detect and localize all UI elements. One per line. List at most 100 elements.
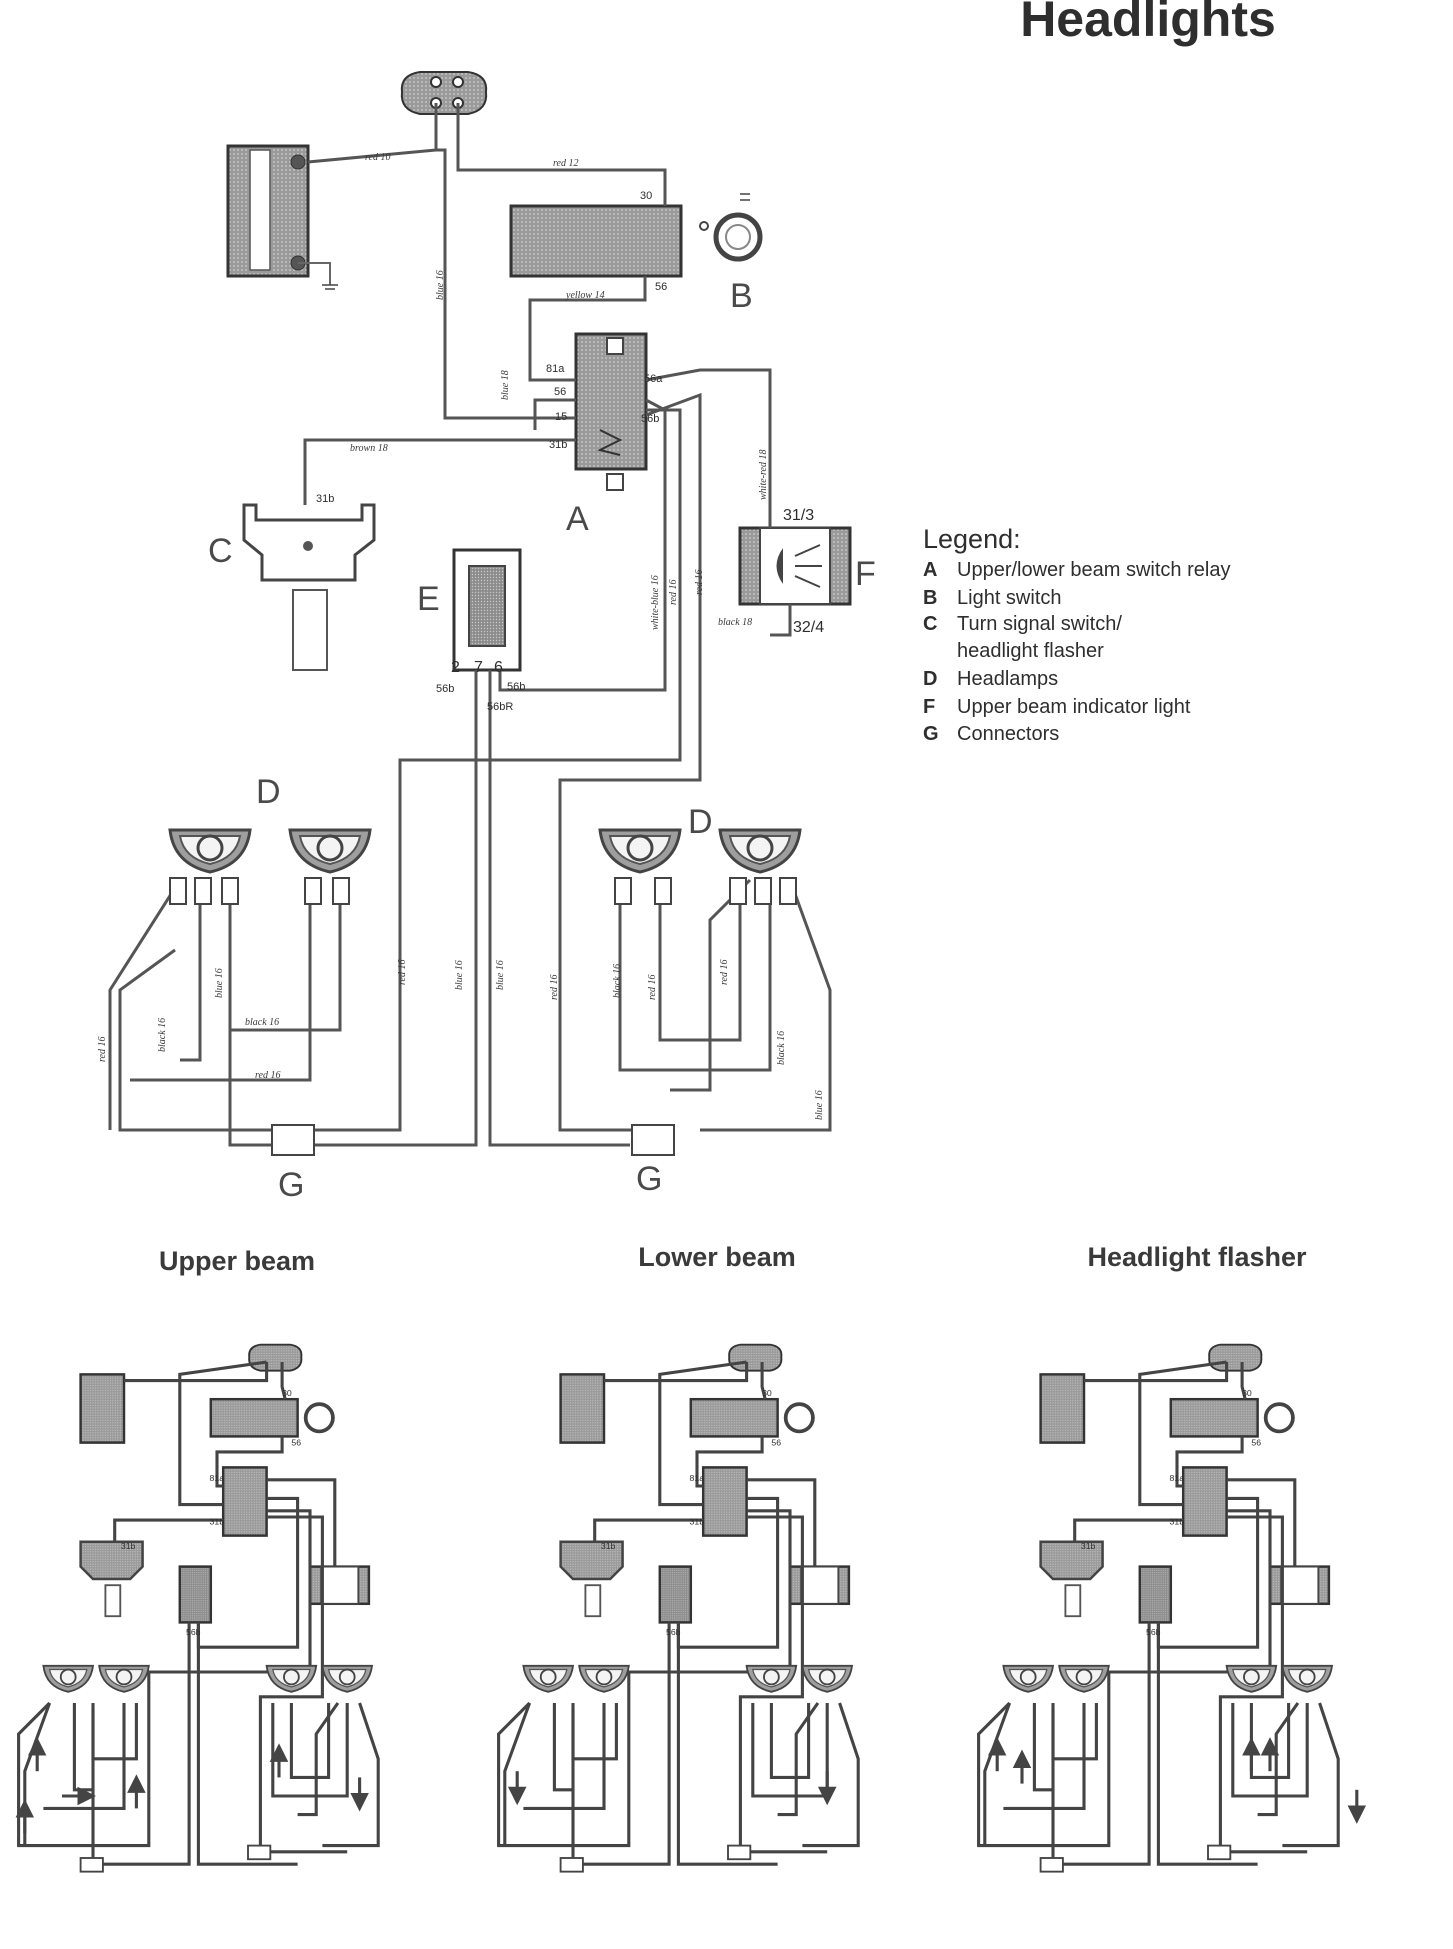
terminal-label: 31b [1081, 1541, 1096, 1551]
wire [1138, 1360, 1227, 1507]
wire [1240, 1362, 1247, 1400]
wire [695, 1436, 764, 1488]
wire-label: red 16 [668, 580, 679, 605]
wire [497, 1509, 792, 1848]
headlamp [522, 1664, 574, 1693]
component-label-e: E [417, 580, 440, 618]
flasher-relay-e [452, 548, 522, 672]
wire [258, 1515, 348, 1854]
component-label-a: A [566, 500, 589, 538]
wire-label: black 16 [776, 1031, 787, 1065]
wire [593, 1518, 704, 1542]
headlamps-left [168, 828, 372, 905]
component-label-d: D [256, 773, 281, 811]
light-switch-knob [303, 1402, 335, 1434]
wire-label: red 16 [97, 1037, 108, 1062]
terminal-label: 56b [186, 1627, 201, 1637]
headlamp [321, 1664, 373, 1693]
terminal-label: 15 [555, 411, 567, 423]
legend-key: D [923, 668, 937, 690]
terminal-label: 31b [210, 1516, 225, 1526]
wire [552, 1703, 574, 1792]
main-wires [108, 103, 832, 1156]
wire [271, 1703, 349, 1798]
battery [79, 1373, 126, 1444]
terminal-label: 56 [655, 281, 667, 293]
wire [571, 1622, 671, 1866]
wire [746, 1478, 817, 1567]
wire [802, 1702, 860, 1848]
connector-block [248, 1343, 303, 1372]
component-label-c: C [208, 532, 233, 570]
wire [1231, 1703, 1309, 1798]
headlamp [1002, 1664, 1054, 1693]
connector [1039, 1857, 1064, 1873]
wire [676, 1622, 778, 1866]
terminal-label: 30 [1242, 1388, 1252, 1398]
connector [559, 1857, 584, 1873]
wire [1226, 1478, 1297, 1567]
column-shaft [584, 1584, 602, 1618]
wire [503, 1702, 532, 1846]
terminal-label: 56b [436, 683, 454, 695]
wire [124, 1362, 269, 1383]
wire [658, 1360, 747, 1507]
terminal-label: 56a [644, 373, 663, 385]
component-label-g: G [278, 1166, 304, 1204]
wire [1218, 1515, 1308, 1854]
relay [701, 1466, 748, 1537]
terminal-labels: 30 56 81a 56 15 31b 56a 56b 31b 2 7 6 56… [316, 190, 824, 713]
wire [297, 1702, 340, 1817]
small-diagram-title: Upper beam [159, 1246, 315, 1276]
wire-label: red 16 [549, 975, 560, 1000]
wire [280, 1362, 287, 1400]
terminal-label: 2 [451, 659, 460, 676]
terminal-label: 31b [1170, 1516, 1185, 1526]
headlamp [265, 1664, 318, 1693]
wire-label: red 16 [255, 1070, 280, 1081]
terminal-label: 31b [601, 1541, 616, 1551]
wire-label: white-blue 16 [650, 575, 661, 630]
wire [1003, 1703, 1086, 1810]
headlamp [1225, 1664, 1278, 1693]
headlamp [98, 1664, 150, 1693]
wire [322, 1702, 380, 1848]
wire [1073, 1518, 1184, 1542]
headlamps-right [598, 828, 802, 905]
legend-key: G [923, 723, 939, 745]
headlamp [745, 1664, 798, 1693]
wire-label: red 16 [719, 960, 730, 985]
terminal-label: 32/4 [793, 619, 824, 636]
headlamp [42, 1664, 94, 1693]
column-shaft [1064, 1584, 1082, 1618]
terminal-label: 31b [549, 439, 567, 451]
light-switch [689, 1397, 779, 1438]
terminal-label: 56 [771, 1438, 781, 1448]
wire [289, 1703, 331, 1779]
wire [1156, 1622, 1258, 1866]
wire [777, 1702, 820, 1817]
component-label-g: G [636, 1160, 662, 1198]
wire-label: black 18 [718, 617, 752, 628]
wire-label: brown 18 [350, 443, 388, 454]
wire-label: red 16 [397, 960, 408, 985]
wire [751, 1703, 829, 1798]
headlamp [801, 1664, 853, 1693]
small-diagram-title: Lower beam [638, 1242, 796, 1272]
terminal-label: 7 [474, 659, 483, 676]
wire-label: black 16 [245, 1017, 279, 1028]
terminal-label: 31/3 [783, 507, 814, 524]
terminal-label: 30 [640, 190, 652, 202]
legend-key: C [923, 613, 937, 635]
terminal-label: 56 [291, 1438, 301, 1448]
wire-label: red 12 [553, 158, 578, 169]
relay [221, 1466, 268, 1537]
battery [559, 1373, 606, 1444]
wire-label: blue 18 [500, 370, 511, 400]
wire [769, 1703, 811, 1779]
turn-signal-switch-c [242, 503, 376, 671]
component-label-d: D [688, 803, 713, 841]
